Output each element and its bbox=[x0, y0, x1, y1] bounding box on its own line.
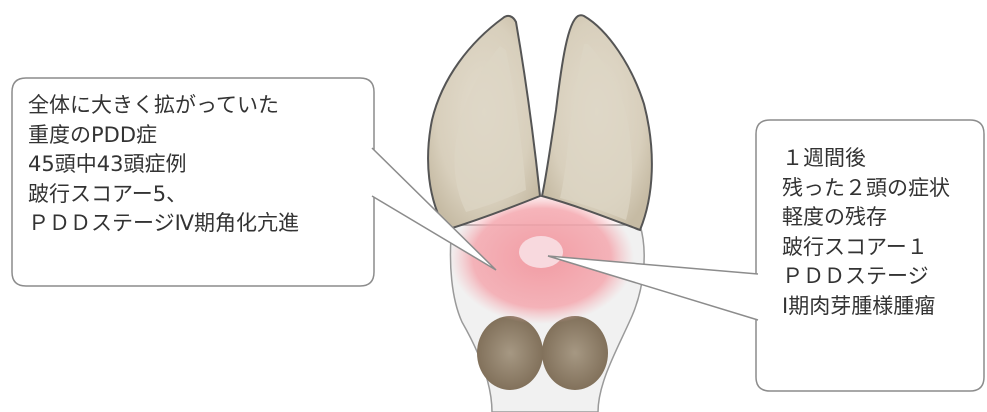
left-callout-line: 重度のPDD症 bbox=[28, 121, 299, 151]
left-callout-mask bbox=[368, 150, 373, 195]
right-dewclaw bbox=[542, 316, 608, 390]
right-callout-line: 残った２頭の症状 bbox=[782, 174, 950, 204]
lesion-core bbox=[519, 236, 563, 268]
right-callout-line: 軽度の残存 bbox=[782, 203, 950, 233]
left-callout-text: 全体に大きく拡がっていた 重度のPDD症 45頭中43頭症例 跛行スコアー5、 … bbox=[28, 91, 299, 239]
right-callout-text: １週間後 残った２頭の症状 軽度の残存 跛行スコアー１ ＰＤＤステージ Ⅰ期肉芽… bbox=[782, 144, 950, 321]
right-callout-line: 跛行スコアー１ bbox=[782, 233, 950, 263]
left-callout-line: 全体に大きく拡がっていた bbox=[28, 91, 299, 121]
left-callout-line: 跛行スコアー5、 bbox=[28, 180, 299, 210]
left-callout-line: ＰＤＤステージⅣ期角化亢進 bbox=[28, 209, 299, 239]
right-callout-line: １週間後 bbox=[782, 144, 950, 174]
right-callout-line: Ⅰ期肉芽腫様腫瘤 bbox=[782, 292, 950, 322]
right-callout-mask bbox=[757, 276, 762, 318]
left-callout-line: 45頭中43頭症例 bbox=[28, 150, 299, 180]
right-callout-line: ＰＤＤステージ bbox=[782, 262, 950, 292]
left-dewclaw bbox=[477, 316, 543, 390]
